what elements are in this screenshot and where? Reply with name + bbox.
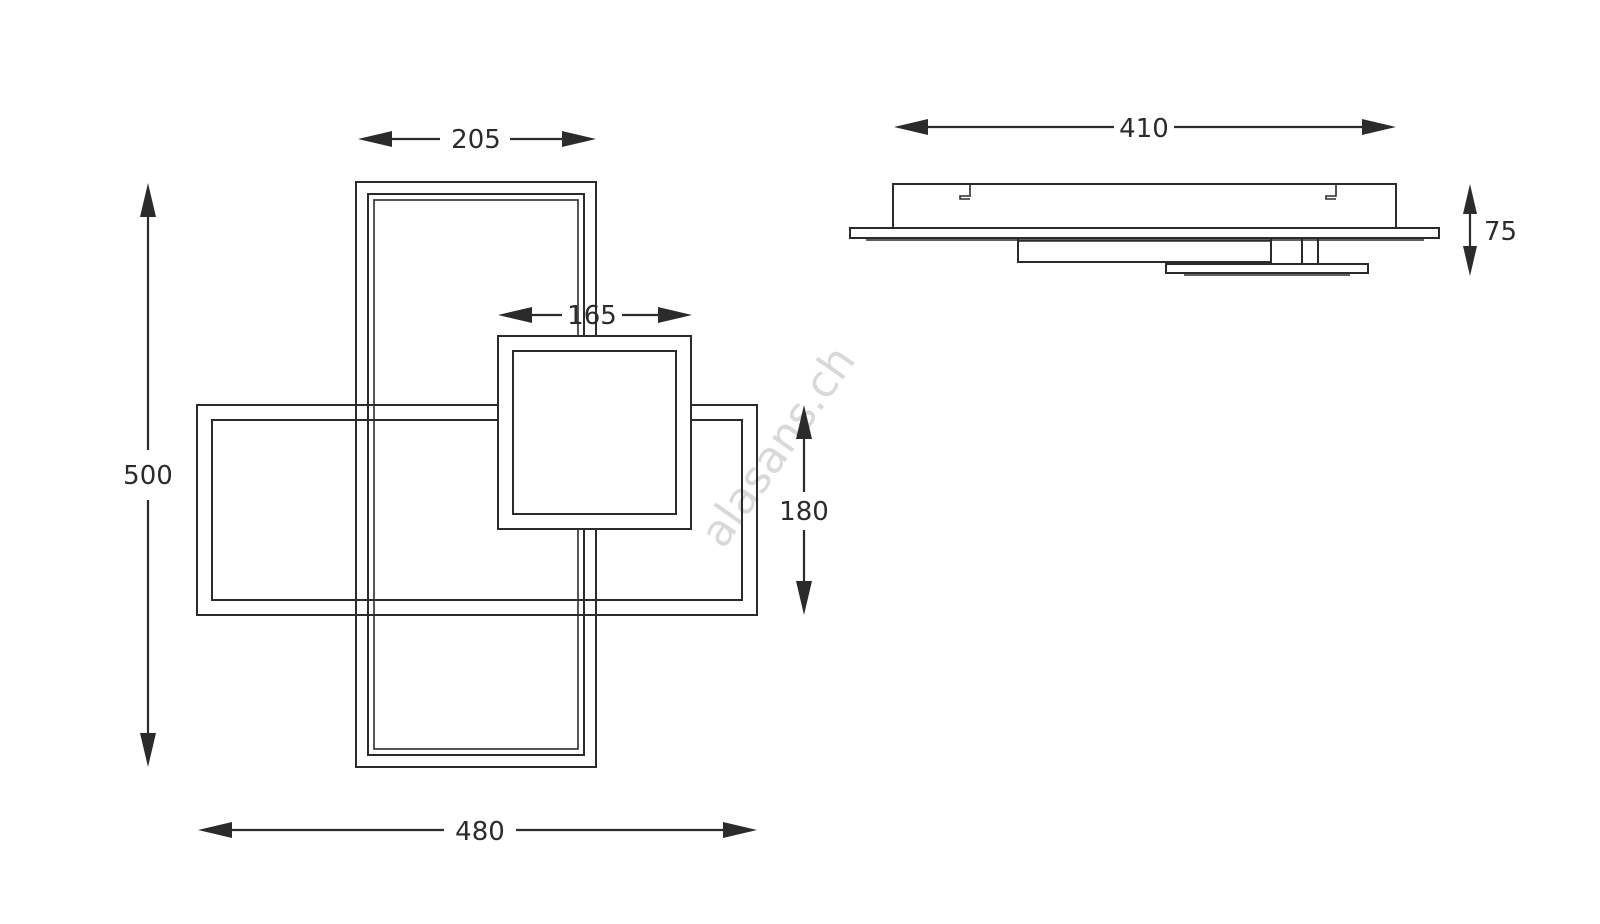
watermark: alasans.ch — [690, 337, 865, 557]
front-view: 205 165 500 180 — [123, 125, 829, 847]
dimension-165: 165 — [498, 301, 692, 331]
dimension-label-75: 75 — [1484, 217, 1517, 247]
wide-frame-inner — [211, 419, 743, 601]
mount-slot-right — [1325, 184, 1337, 200]
dimension-500: 500 — [123, 183, 173, 767]
dimension-label-180: 180 — [779, 497, 829, 527]
dimension-label-205: 205 — [451, 125, 501, 155]
bottom-frame — [1165, 263, 1369, 274]
main-bar — [849, 227, 1440, 239]
middle-frame — [1017, 237, 1272, 263]
dimension-180: 180 — [779, 405, 829, 615]
square-frame-inner — [512, 350, 677, 515]
mounting-plate — [892, 183, 1397, 228]
dimension-label-410: 410 — [1119, 114, 1169, 144]
wide-frame-outer — [196, 404, 758, 616]
dimension-label-165: 165 — [567, 301, 617, 331]
dimension-205: 205 — [358, 125, 596, 155]
dimension-label-480: 480 — [455, 817, 505, 847]
side-view: 410 75 — [849, 114, 1517, 276]
dimension-480: 480 — [198, 817, 757, 847]
dimension-75: 75 — [1463, 184, 1517, 276]
square-frame-fill — [497, 335, 692, 530]
mount-slot-left — [959, 184, 971, 200]
dimension-label-500: 500 — [123, 461, 173, 491]
dimension-410: 410 — [894, 114, 1396, 144]
